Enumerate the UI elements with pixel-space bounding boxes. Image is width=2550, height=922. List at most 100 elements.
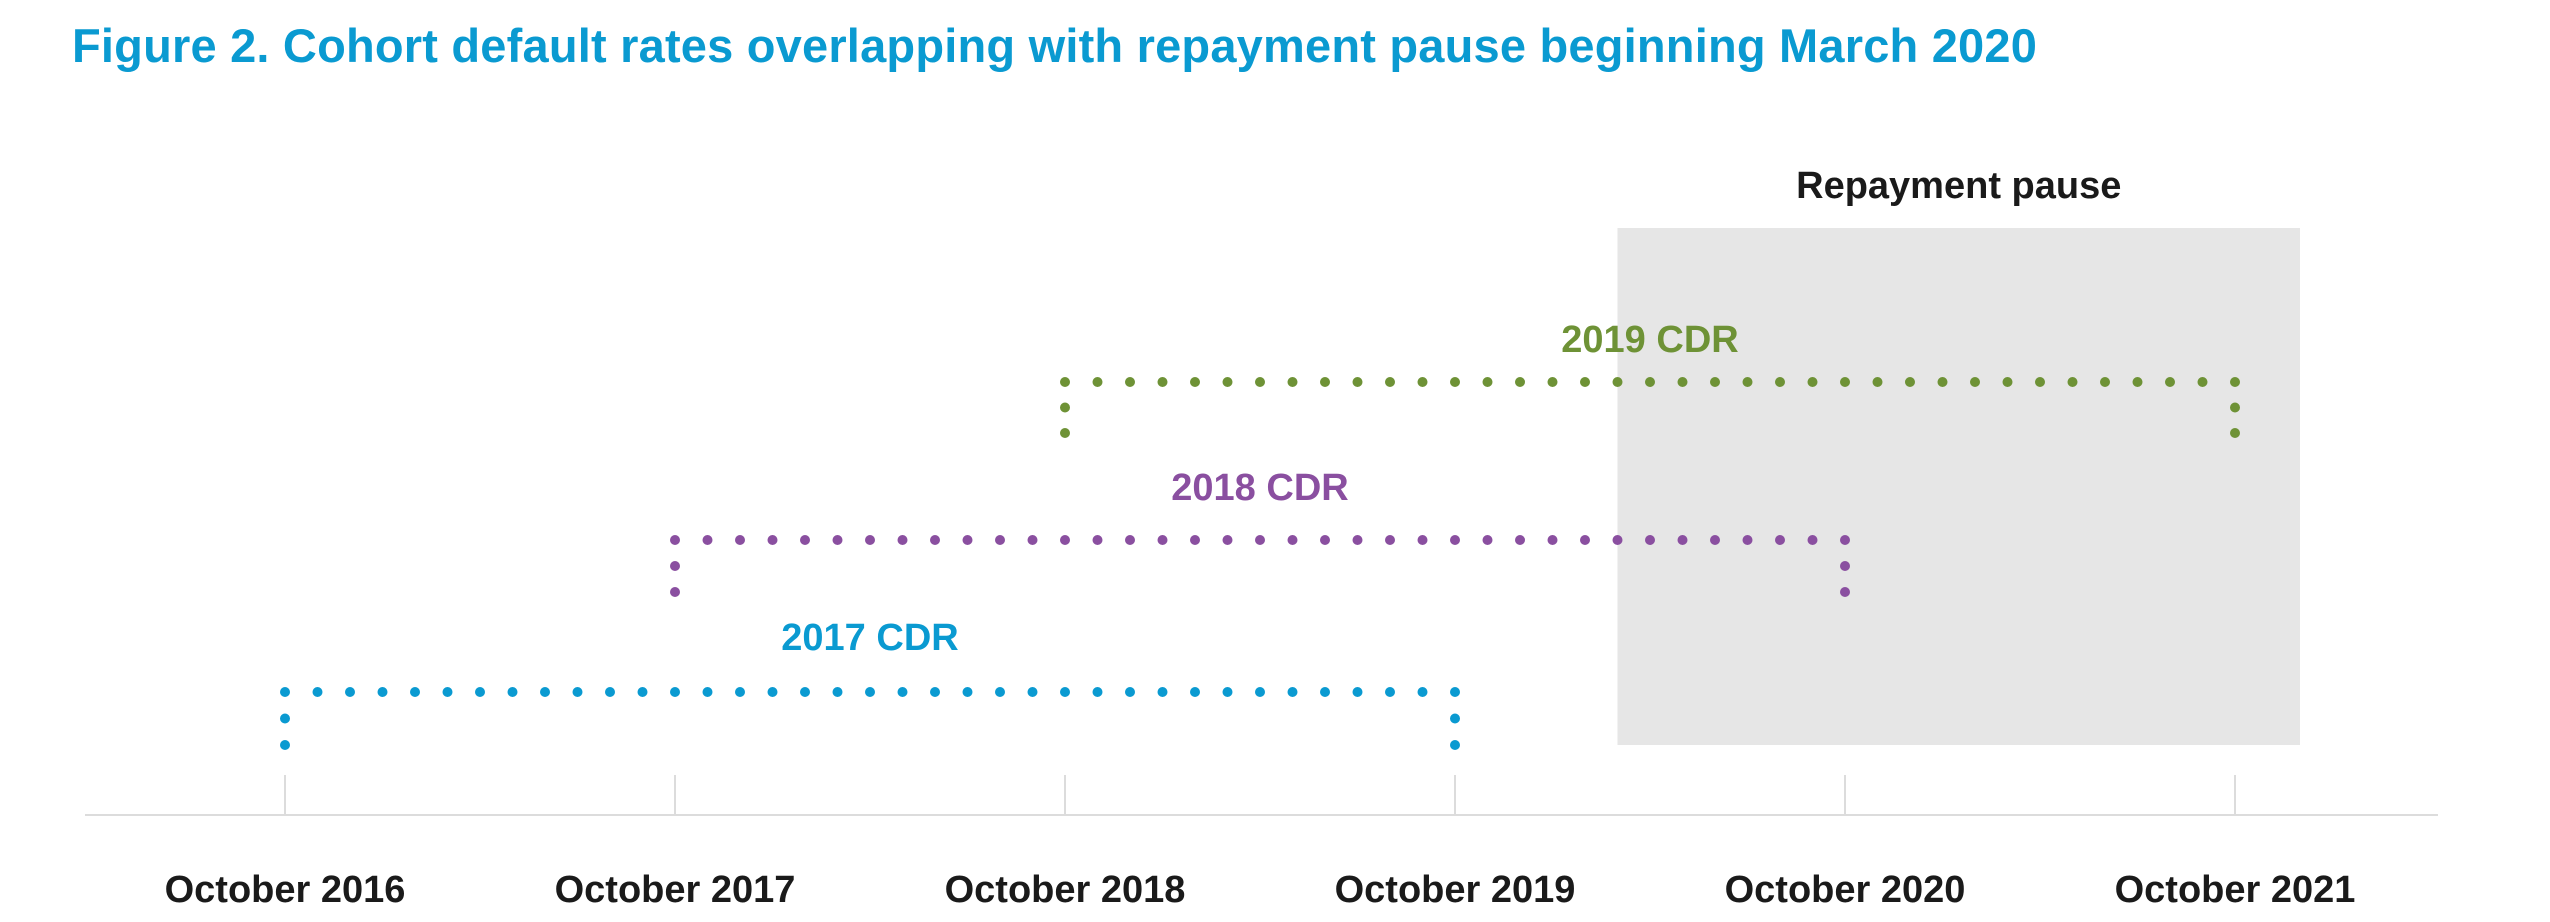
bracket-dot — [1872, 377, 1883, 387]
bracket-dot — [670, 535, 680, 545]
bracket-dot — [800, 687, 810, 697]
bracket-dot — [1222, 687, 1233, 697]
bracket-dot — [637, 687, 648, 697]
bracket-dot — [345, 687, 355, 697]
bracket-dot — [702, 687, 713, 697]
cohort-label: 2019 CDR — [1561, 319, 1738, 361]
bracket-dot — [1157, 535, 1168, 545]
bracket-dot — [767, 687, 778, 697]
bracket-dot — [1092, 687, 1103, 697]
bracket-dot — [1222, 535, 1233, 545]
bracket-dot — [1937, 377, 1948, 387]
bracket-dot — [670, 687, 680, 697]
bracket-dot — [1742, 535, 1753, 545]
bracket-dot — [1710, 535, 1720, 545]
cohort-label: 2018 CDR — [1171, 467, 1348, 509]
bracket-dot — [995, 535, 1005, 545]
bracket-dot — [1190, 535, 1200, 545]
bracket-dot — [1547, 535, 1558, 545]
bracket-dot — [1580, 377, 1590, 387]
bracket-dot — [1450, 687, 1460, 697]
bracket-dot — [1125, 687, 1135, 697]
bracket-dot — [312, 687, 323, 697]
bracket-dot — [1840, 535, 1850, 545]
bracket-end-dot — [1060, 402, 1070, 413]
cohort-bracket: 2019 CDR — [1060, 319, 2240, 438]
bracket-end-dot — [670, 587, 680, 597]
bracket-dot — [1320, 377, 1330, 387]
bracket-dot — [1060, 535, 1070, 545]
bracket-dot — [735, 687, 745, 697]
bracket-dot — [1287, 687, 1298, 697]
bracket-dot — [2035, 377, 2045, 387]
bracket-dot — [1157, 377, 1168, 387]
bracket-dot — [962, 687, 973, 697]
bracket-dot — [1352, 535, 1363, 545]
bracket-dot — [1775, 377, 1785, 387]
bracket-dot — [1417, 687, 1428, 697]
bracket-dot — [1287, 535, 1298, 545]
repayment-pause-label: Repayment pause — [1796, 165, 2121, 207]
bracket-dot — [1580, 535, 1590, 545]
bracket-end-dot — [2230, 428, 2240, 438]
bracket-dot — [1255, 687, 1265, 697]
bracket-dot — [410, 687, 420, 697]
bracket-dot — [1320, 687, 1330, 697]
bracket-dot — [2197, 377, 2208, 387]
bracket-dot — [1125, 535, 1135, 545]
bracket-dot — [1157, 687, 1168, 697]
axis-tick-label: October 2019 — [1335, 869, 1576, 911]
shaded-region-layer: Repayment pause — [1617, 165, 2300, 745]
bracket-dot — [1450, 535, 1460, 545]
bracket-dot — [280, 687, 290, 697]
bracket-dot — [1190, 377, 1200, 387]
bracket-dot — [1385, 687, 1395, 697]
bracket-dot — [1677, 535, 1688, 545]
bracket-dot — [1742, 377, 1753, 387]
bracket-dot — [1970, 377, 1980, 387]
bracket-dot — [1027, 535, 1038, 545]
bracket-end-dot — [670, 561, 680, 571]
figure-title: Figure 2. Cohort default rates overlappi… — [72, 19, 2038, 72]
bracket-dot — [1612, 377, 1623, 387]
bracket-dot — [1255, 377, 1265, 387]
cohort-bracket: 2017 CDR — [280, 617, 1460, 750]
bracket-dot — [767, 535, 778, 545]
bracket-dot — [1710, 377, 1720, 387]
cohort-bracket: 2018 CDR — [670, 467, 1850, 597]
bracket-dot — [1027, 687, 1038, 697]
bracket-dot — [572, 687, 583, 697]
bracket-dot — [1222, 377, 1233, 387]
axis-tick-label: October 2018 — [945, 869, 1186, 911]
bracket-dot — [832, 687, 843, 697]
bracket-dot — [1060, 687, 1070, 697]
bracket-end-dot — [280, 740, 290, 750]
bracket-dot — [1677, 377, 1688, 387]
bracket-dot — [865, 535, 875, 545]
bracket-dot — [1515, 535, 1525, 545]
bracket-dot — [800, 535, 810, 545]
bracket-dot — [930, 687, 940, 697]
bracket-dot — [1645, 377, 1655, 387]
cohort-series-layer: 2017 CDR 2018 CDR 2019 CDR — [280, 319, 2240, 750]
bracket-dot — [1060, 377, 1070, 387]
bracket-dot — [1807, 377, 1818, 387]
bracket-dot — [832, 535, 843, 545]
bracket-dot — [2002, 377, 2013, 387]
bracket-dot — [1417, 377, 1428, 387]
bracket-dot — [1255, 535, 1265, 545]
bracket-end-dot — [1060, 428, 1070, 438]
axis-tick-label: October 2020 — [1725, 869, 1966, 911]
bracket-dot — [1190, 687, 1200, 697]
bracket-dot — [1092, 377, 1103, 387]
bracket-dot — [1385, 377, 1395, 387]
bracket-dot — [735, 535, 745, 545]
bracket-dot — [1385, 535, 1395, 545]
bracket-dot — [442, 687, 453, 697]
bracket-dot — [1320, 535, 1330, 545]
bracket-dot — [605, 687, 615, 697]
bracket-dot — [995, 687, 1005, 697]
bracket-dot — [1905, 377, 1915, 387]
repayment-pause-region — [1617, 228, 2300, 745]
